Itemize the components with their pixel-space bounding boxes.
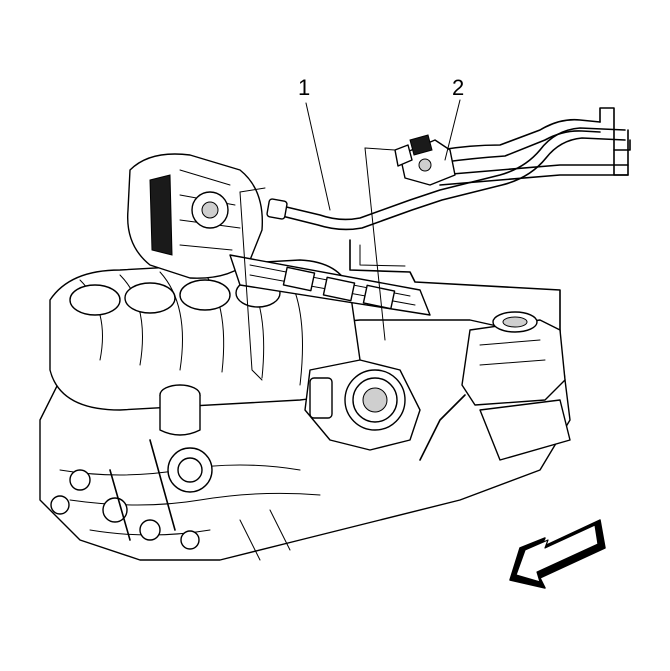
fuel-rail-harness	[229, 239, 561, 346]
fuel-return-pipe	[439, 107, 631, 186]
coolant-reservoir	[419, 311, 571, 461]
throttle-body	[304, 359, 421, 451]
callout-2: 2	[452, 75, 464, 100]
callout-leaders	[239, 99, 461, 381]
oil-filler	[159, 384, 213, 493]
intake-manifold	[49, 259, 361, 411]
callout-1: 1	[298, 75, 310, 100]
fuel-pipe-quick-connector	[394, 134, 456, 186]
front-direction-arrow-icon	[509, 519, 606, 589]
alternator	[126, 153, 264, 279]
